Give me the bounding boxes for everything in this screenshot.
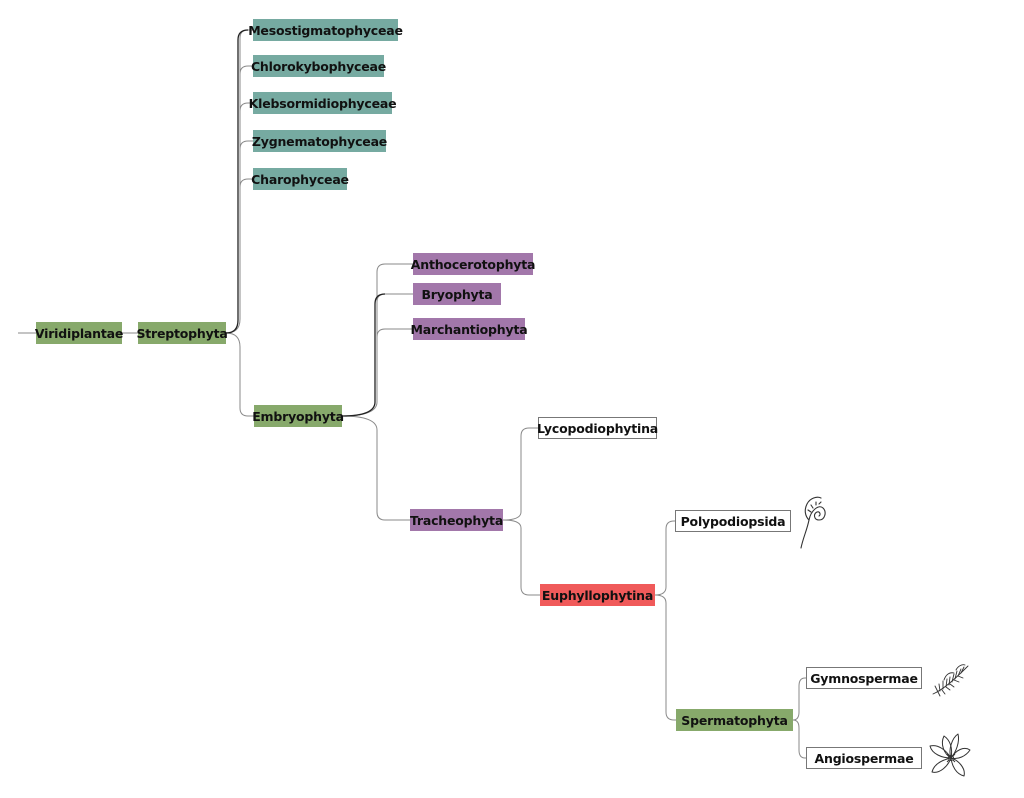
node-mesostigmatophyceae[interactable]: Mesostigmatophyceae	[248, 19, 403, 41]
node-marchantiophyta[interactable]: Marchantiophyta	[411, 318, 528, 340]
node-tracheophyta[interactable]: Tracheophyta	[410, 509, 503, 531]
fiddlehead-fern-icon	[800, 496, 826, 549]
node-streptophyta[interactable]: Streptophyta	[136, 322, 228, 344]
node-charophyceae[interactable]: Charophyceae	[251, 168, 349, 190]
node-bryophyta[interactable]: Bryophyta	[413, 283, 501, 305]
node-spermatophyta[interactable]: Spermatophyta	[676, 709, 793, 731]
magnolia-flower-icon	[929, 733, 971, 777]
node-anthocerotophyta[interactable]: Anthocerotophyta	[411, 253, 535, 275]
node-euphyllophytina[interactable]: Euphyllophytina	[540, 584, 655, 606]
node-zygnematophyceae[interactable]: Zygnematophyceae	[252, 130, 387, 152]
node-chlorokybophyceae[interactable]: Chlorokybophyceae	[251, 55, 386, 77]
conifer-branch-icon	[932, 664, 969, 697]
node-viridiplantae[interactable]: Viridiplantae	[35, 322, 123, 344]
node-embryophyta[interactable]: Embryophyta	[252, 405, 344, 427]
node-polypodiopsida[interactable]: Polypodiopsida	[675, 510, 791, 532]
node-lycopodiophytina[interactable]: Lycopodiophytina	[537, 417, 658, 439]
node-gymnospermae[interactable]: Gymnospermae	[806, 667, 922, 689]
node-klebsormidiophyceae[interactable]: Klebsormidiophyceae	[249, 92, 397, 114]
node-angiospermae[interactable]: Angiospermae	[806, 747, 922, 769]
